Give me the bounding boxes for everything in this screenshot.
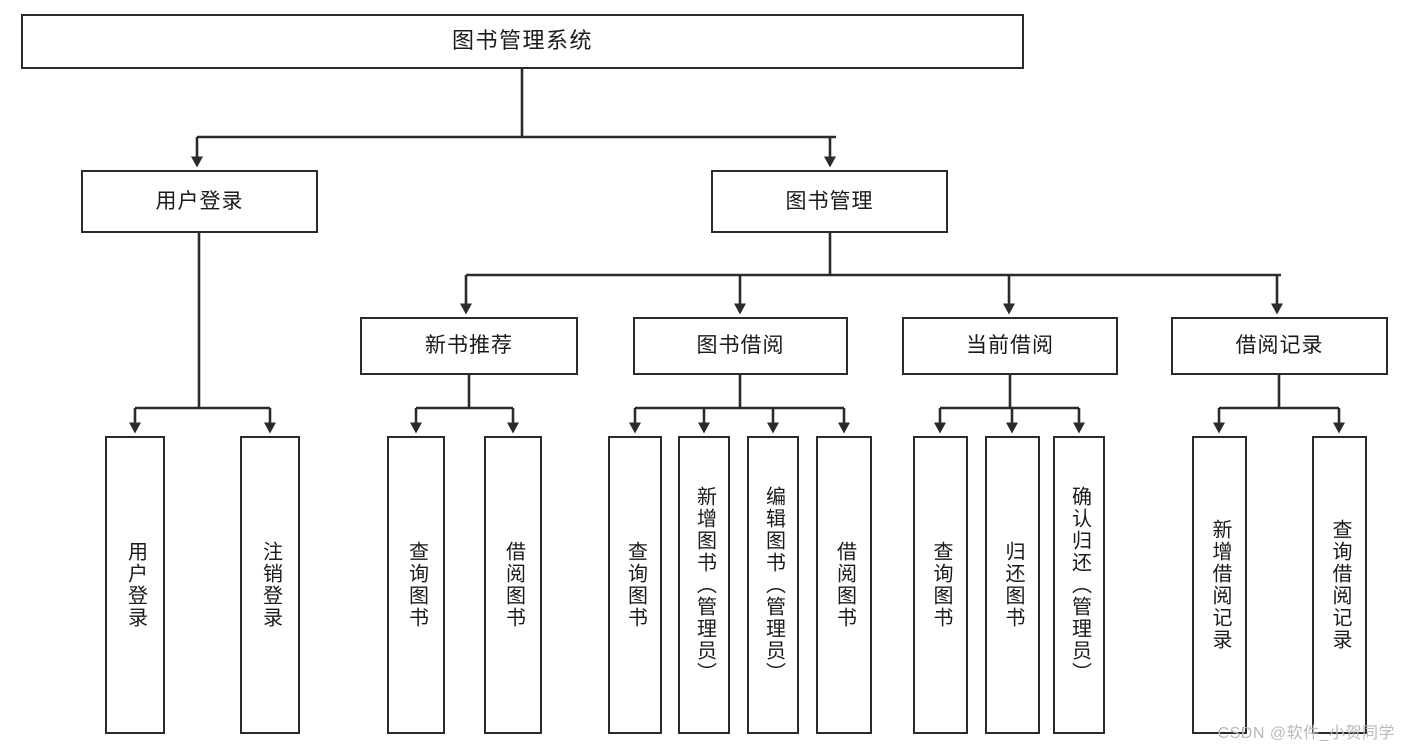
node-leaf-9-label: 归还图书 bbox=[1002, 541, 1024, 629]
node-level3-3-label: 借阅记录 bbox=[1235, 334, 1324, 358]
node-leaf-10[interactable]: 确认归还（管理员） bbox=[1053, 436, 1105, 734]
node-leaf-7[interactable]: 借阅图书 bbox=[816, 436, 872, 734]
node-root-label: 图书管理系统 bbox=[451, 28, 593, 54]
node-leaf-3[interactable]: 借阅图书 bbox=[484, 436, 542, 734]
node-level2-1-label: 图书管理 bbox=[785, 189, 874, 213]
node-level2-0-label: 用户登录 bbox=[155, 189, 244, 213]
node-level3-1[interactable]: 图书借阅 bbox=[633, 317, 848, 375]
node-leaf-2[interactable]: 查询图书 bbox=[387, 436, 445, 734]
node-leaf-11-label: 新增借阅记录 bbox=[1209, 519, 1231, 651]
node-leaf-2-label: 查询图书 bbox=[405, 541, 428, 629]
node-level3-2[interactable]: 当前借阅 bbox=[902, 317, 1118, 375]
node-level3-0[interactable]: 新书推荐 bbox=[360, 317, 578, 375]
node-leaf-8-label: 查询图书 bbox=[930, 541, 952, 629]
node-level2-0[interactable]: 用户登录 bbox=[81, 170, 318, 233]
node-level3-1-label: 图书借阅 bbox=[696, 334, 785, 358]
node-leaf-12-label: 查询借阅记录 bbox=[1329, 519, 1351, 651]
node-leaf-0[interactable]: 用户登录 bbox=[105, 436, 165, 734]
node-level3-0-label: 新书推荐 bbox=[425, 334, 513, 358]
node-leaf-12[interactable]: 查询借阅记录 bbox=[1312, 436, 1367, 734]
node-leaf-11[interactable]: 新增借阅记录 bbox=[1192, 436, 1247, 734]
node-leaf-5[interactable]: 新增图书（管理员） bbox=[678, 436, 730, 734]
node-leaf-0-label: 用户登录 bbox=[124, 541, 147, 629]
node-leaf-6-label: 编辑图书（管理员） bbox=[762, 486, 785, 684]
node-leaf-10-label: 确认归还（管理员） bbox=[1068, 486, 1091, 684]
node-leaf-1[interactable]: 注销登录 bbox=[240, 436, 300, 734]
node-leaf-3-label: 借阅图书 bbox=[502, 541, 525, 629]
node-root[interactable]: 图书管理系统 bbox=[21, 14, 1024, 69]
node-level3-3[interactable]: 借阅记录 bbox=[1171, 317, 1388, 375]
node-leaf-9[interactable]: 归还图书 bbox=[985, 436, 1040, 734]
node-level2-1[interactable]: 图书管理 bbox=[711, 170, 948, 233]
node-leaf-1-label: 注销登录 bbox=[259, 541, 282, 629]
node-level3-2-label: 当前借阅 bbox=[966, 334, 1054, 358]
node-leaf-7-label: 借阅图书 bbox=[833, 541, 856, 629]
csdn-watermark: CSDN @软件_小贺同学 bbox=[1217, 725, 1395, 742]
node-leaf-4[interactable]: 查询图书 bbox=[608, 436, 662, 734]
node-leaf-5-label: 新增图书（管理员） bbox=[693, 486, 716, 684]
node-leaf-8[interactable]: 查询图书 bbox=[913, 436, 968, 734]
node-leaf-6[interactable]: 编辑图书（管理员） bbox=[747, 436, 799, 734]
node-leaf-4-label: 查询图书 bbox=[624, 541, 647, 629]
